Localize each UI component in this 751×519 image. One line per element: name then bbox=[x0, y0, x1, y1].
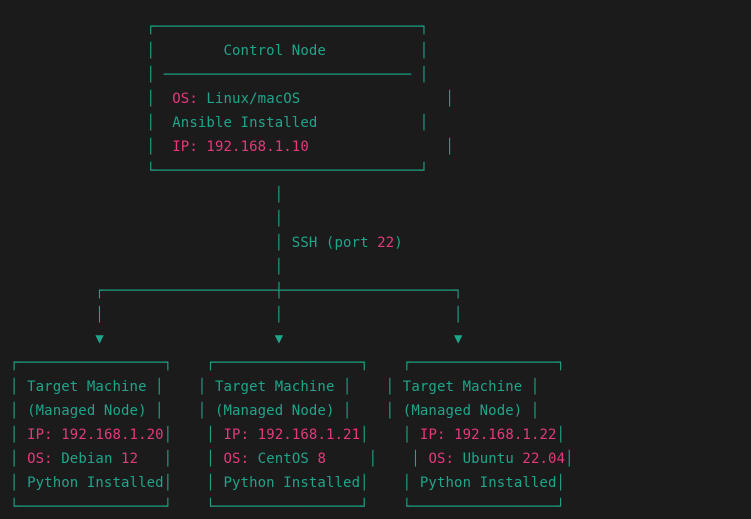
target-2-os-label: OS: bbox=[223, 451, 250, 467]
arrow-down-icon: ▼ bbox=[274, 331, 284, 347]
target-3-status: Python Installed bbox=[419, 475, 557, 491]
target-3-ip-value: 192.168.1.22 bbox=[454, 427, 557, 443]
target-2-ip-value: 192.168.1.21 bbox=[257, 427, 361, 443]
ssh-connection-text: SSH (port bbox=[291, 235, 378, 251]
target-1-os-label: OS: bbox=[27, 451, 53, 467]
control-node-ip-value: 192.168.1.10 bbox=[206, 139, 309, 155]
target-2-ip-label: IP: bbox=[223, 427, 250, 443]
control-node-title: Control Node bbox=[223, 43, 326, 59]
target-1-os-version: 12 bbox=[121, 451, 139, 467]
ssh-port: 22 bbox=[377, 235, 395, 251]
target-3-os-name: Ubuntu bbox=[462, 451, 514, 467]
target-1-os-name: Debian bbox=[61, 451, 113, 467]
arrow-down-icon: ▼ bbox=[95, 331, 104, 347]
target-1-ip-value: 192.168.1.20 bbox=[61, 427, 164, 443]
target-3-subtitle: (Managed Node) bbox=[402, 403, 523, 419]
ascii-diagram: ┌───────────────────────────────┐ │ Cont… bbox=[10, 19, 574, 515]
target-1-subtitle: (Managed Node) bbox=[27, 403, 147, 419]
target-1-ip-label: IP: bbox=[27, 427, 53, 443]
target-3-os-version: 22.04 bbox=[522, 451, 566, 467]
control-node-os-label: OS: bbox=[172, 91, 198, 107]
control-node-os-value: Linux/macOS bbox=[206, 91, 301, 107]
target-2-os-version: 8 bbox=[317, 451, 326, 467]
target-3-os-label: OS: bbox=[428, 451, 455, 467]
control-node-status: Ansible Installed bbox=[172, 115, 318, 131]
arrow-down-icon: ▼ bbox=[454, 331, 463, 347]
target-1-status: Python Installed bbox=[27, 475, 164, 491]
control-node-ip-label: IP: bbox=[172, 139, 198, 155]
target-1-title: Target Machine bbox=[27, 379, 147, 395]
target-3-ip-label: IP: bbox=[419, 427, 446, 443]
target-3-title: Target Machine bbox=[402, 379, 523, 395]
target-2-title: Target Machine bbox=[214, 379, 335, 395]
target-2-status: Python Installed bbox=[223, 475, 361, 491]
target-2-os-name: CentOS bbox=[257, 451, 309, 467]
target-2-subtitle: (Managed Node) bbox=[214, 403, 335, 419]
ssh-connection-close: ) bbox=[394, 235, 403, 251]
